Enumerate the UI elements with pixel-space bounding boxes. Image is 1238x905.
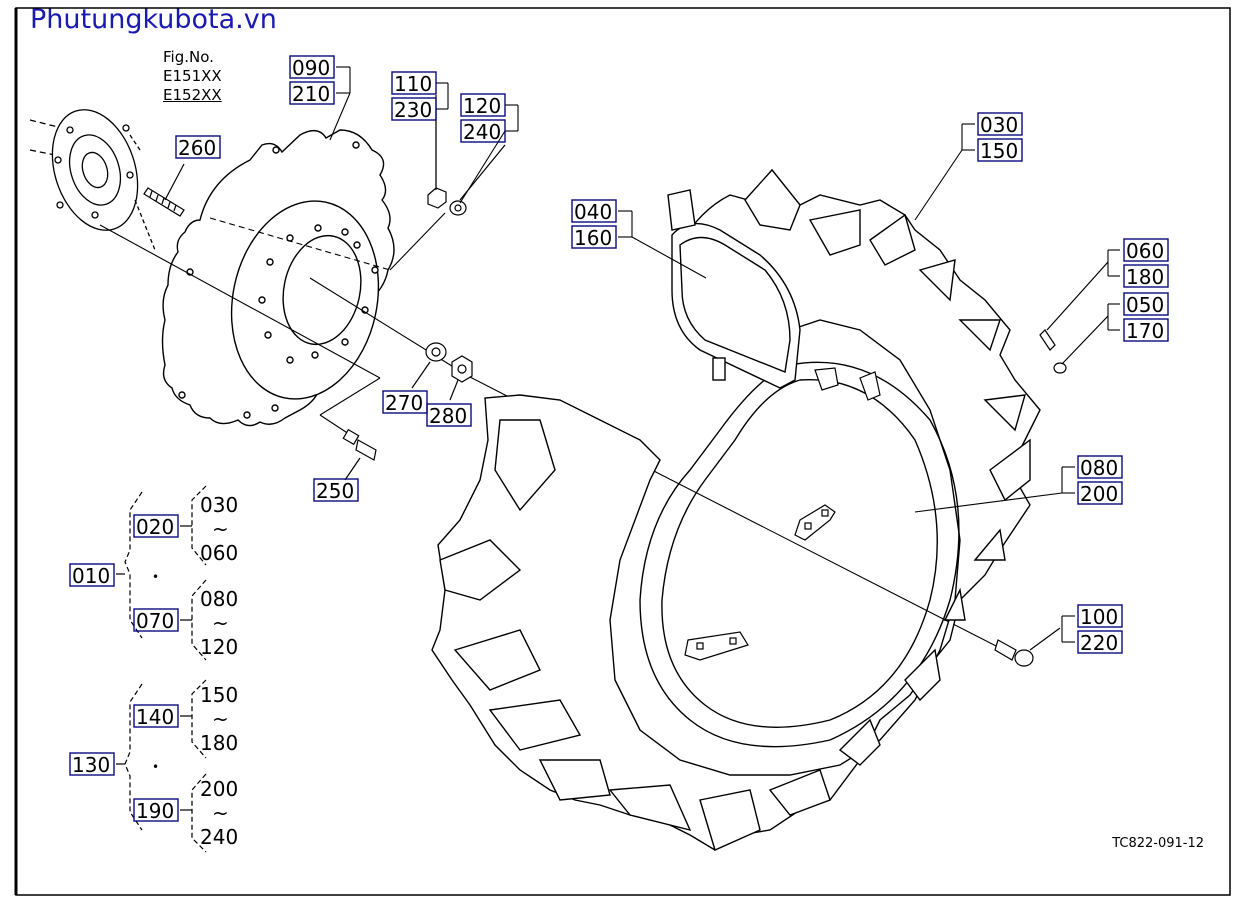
svg-text:050: 050: [1126, 293, 1164, 317]
svg-text:080: 080: [1080, 456, 1118, 480]
tree1-dot: •: [152, 570, 159, 584]
figure-number-2: E152XX: [163, 86, 222, 104]
tree2-sub-b: 190: [133, 798, 179, 823]
tree1-sub-a-from: 030: [200, 493, 238, 517]
tree2-sub-b-from: 200: [200, 777, 238, 801]
callout-100: 100: [1077, 604, 1123, 629]
hub-flange: [29, 109, 156, 251]
callout-230: 230: [391, 97, 437, 122]
callout-120: 120: [460, 93, 506, 118]
svg-text:110: 110: [394, 72, 432, 96]
assembly-tree-2: 130 • 140 150 ~ 180 190 200 ~ 240: [69, 679, 238, 853]
valve-bolt: [342, 428, 377, 481]
drawing-code: TC822-091-12: [1112, 836, 1204, 851]
svg-text:140: 140: [136, 705, 174, 729]
svg-text:090: 090: [292, 56, 330, 80]
callout-210: 210: [289, 81, 335, 106]
callout-060: 060: [1123, 238, 1169, 263]
svg-text:260: 260: [178, 136, 216, 160]
watermark-text: Phutungkubota.vn: [30, 4, 277, 35]
callout-050: 050: [1123, 292, 1169, 317]
tree1-sub-a-tilde: ~: [212, 517, 229, 541]
svg-text:120: 120: [463, 94, 501, 118]
callout-280: 280: [426, 403, 472, 428]
tree2-sub-b-to: 240: [200, 825, 238, 849]
tree1-sub-a: 020: [133, 514, 179, 539]
tree1-sub-b: 070: [133, 608, 179, 633]
svg-text:010: 010: [72, 564, 110, 588]
svg-text:070: 070: [136, 609, 174, 633]
svg-text:240: 240: [463, 120, 501, 144]
tree1-sub-b-to: 120: [200, 635, 238, 659]
tree1-sub-b-from: 080: [200, 587, 238, 611]
tree2-sub-a-to: 180: [200, 731, 238, 755]
rim-section: [667, 189, 801, 389]
svg-text:100: 100: [1080, 605, 1118, 629]
callout-260: 260: [175, 135, 221, 160]
callout-250: 250: [313, 478, 359, 503]
tractor-tire: [431, 168, 1041, 851]
svg-text:220: 220: [1080, 631, 1118, 655]
svg-text:200: 200: [1080, 482, 1118, 506]
svg-text:230: 230: [394, 98, 432, 122]
svg-text:250: 250: [316, 479, 354, 503]
tree2-sub-a-tilde: ~: [212, 707, 229, 731]
tree1-sub-b-tilde: ~: [212, 611, 229, 635]
callout-270: 270: [382, 390, 428, 415]
svg-text:280: 280: [429, 404, 467, 428]
svg-text:150: 150: [980, 139, 1018, 163]
figure-number-block: Fig.No. E151XX E152XX: [163, 48, 222, 105]
figure-number-1: E151XX: [163, 67, 222, 85]
callout-040: 040: [571, 199, 617, 224]
assembly-tree-1: 010 • 020 030 ~ 060 070 080 ~ 120: [69, 485, 238, 661]
callout-160: 160: [571, 225, 617, 250]
callout-090: 090: [289, 55, 335, 80]
callout-220: 220: [1077, 630, 1123, 655]
rim-clips: [684, 367, 881, 661]
tree2-sub-a: 140: [133, 704, 179, 729]
svg-text:270: 270: [385, 391, 423, 415]
tree2-root: 130: [69, 752, 115, 777]
callout-150: 150: [977, 138, 1023, 163]
tree1-root: 010: [69, 563, 115, 588]
tree1-sub-a-to: 060: [200, 541, 238, 565]
svg-text:060: 060: [1126, 239, 1164, 263]
callout-240: 240: [460, 119, 506, 144]
callout-170: 170: [1123, 318, 1169, 343]
callout-labels: 090 210 110 230 120 240 260 030 150 040 …: [175, 55, 1169, 655]
callout-080: 080: [1077, 455, 1123, 480]
wheel-disc: [161, 129, 395, 427]
rim-bolt: [994, 627, 1061, 667]
svg-text:130: 130: [72, 753, 110, 777]
callout-030: 030: [977, 112, 1023, 137]
callout-200: 200: [1077, 481, 1123, 506]
svg-text:030: 030: [980, 113, 1018, 137]
svg-text:160: 160: [574, 226, 612, 250]
svg-text:180: 180: [1126, 265, 1164, 289]
lower-nut-washer: [411, 342, 473, 401]
tire-valve: [1039, 261, 1109, 374]
svg-text:170: 170: [1126, 319, 1164, 343]
callout-110: 110: [391, 71, 437, 96]
svg-text:210: 210: [292, 82, 330, 106]
tree2-sub-a-from: 150: [200, 683, 238, 707]
svg-text:020: 020: [136, 515, 174, 539]
callout-180: 180: [1123, 264, 1169, 289]
figure-label: Fig.No.: [163, 48, 214, 66]
svg-text:190: 190: [136, 799, 174, 823]
tree2-sub-b-tilde: ~: [212, 801, 229, 825]
svg-text:040: 040: [574, 200, 612, 224]
stud-bolt: [143, 163, 185, 217]
tree2-dot: •: [152, 760, 159, 774]
